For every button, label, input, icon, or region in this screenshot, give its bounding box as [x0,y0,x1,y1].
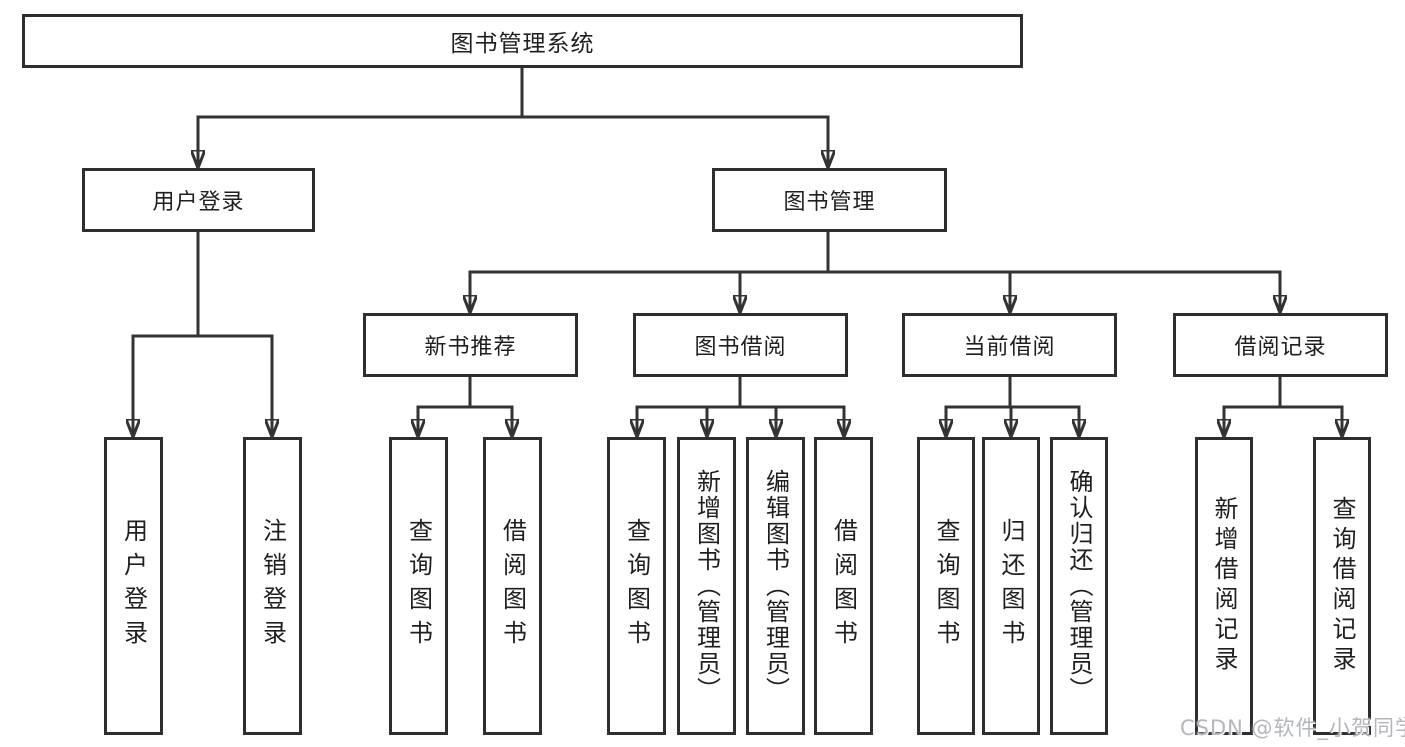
node-label: 编辑图书（管理员） [761,469,790,703]
node-new-book-recommendation: 新书推荐 [363,313,578,377]
node-label: 当前借阅 [963,335,1056,360]
leaf-add-book-admin: 新增图书（管理员） [677,437,736,735]
leaf-query-borrow-record: 查询借阅记录 [1313,437,1371,735]
leaf-query-books-current: 查询图书 [917,437,975,735]
node-label: 查询借阅记录 [1328,496,1356,676]
node-label: 借阅记录 [1234,335,1327,360]
node-label: 用户登录 [152,190,245,215]
node-label: 借阅图书 [829,518,858,654]
node-label: 图书管理 [783,190,876,215]
leaf-confirm-return-admin: 确认归还（管理员） [1050,437,1108,735]
node-user-login: 用户登录 [82,168,315,232]
node-book-borrowing: 图书借阅 [633,313,848,377]
connector-borrowing-records-branch [1223,377,1344,437]
leaf-return-books: 归还图书 [982,437,1040,735]
leaf-borrow-books: 借阅图书 [814,437,873,735]
node-label: 新增图书（管理员） [692,469,721,703]
node-label: 归还图书 [997,518,1025,654]
leaf-borrow-books-recommend: 借阅图书 [483,437,542,735]
leaf-add-borrow-record: 新增借阅记录 [1195,437,1253,735]
node-label: 借阅图书 [498,518,527,654]
node-label: 新增借阅记录 [1210,496,1238,676]
node-current-borrowing: 当前借阅 [902,313,1117,377]
node-label: 查询图书 [404,518,433,654]
connector-book-management-branch [469,232,1282,313]
connector-root-branch [197,68,830,168]
node-library-management-system: 图书管理系统 [22,14,1023,68]
connector-new-book-branch [417,377,514,437]
node-label: 查询图书 [622,518,651,654]
leaf-logout-login: 注销登录 [243,437,302,735]
leaf-user-login: 用户登录 [104,437,163,735]
node-label: 用户登录 [119,518,148,654]
connector-user-login-branch [132,232,274,437]
csdn-watermark: CSDN @软件_小贺同学 [1180,716,1405,740]
node-label: 新书推荐 [424,335,517,360]
node-label: 图书借阅 [694,335,787,360]
leaf-edit-book-admin: 编辑图书（管理员） [746,437,805,735]
connector-book-borrowing-branch [636,377,846,437]
node-label: 注销登录 [258,518,287,654]
node-label: 图书管理系统 [450,31,595,57]
node-book-management: 图书管理 [712,168,947,232]
connector-current-borrowing-branch [945,377,1081,437]
node-borrowing-records: 借阅记录 [1173,313,1388,377]
leaf-query-books-borrow: 查询图书 [607,437,666,735]
node-label: 确认归还（管理员） [1065,469,1093,703]
node-label: 查询图书 [932,518,960,654]
leaf-query-books-recommend: 查询图书 [389,437,448,735]
